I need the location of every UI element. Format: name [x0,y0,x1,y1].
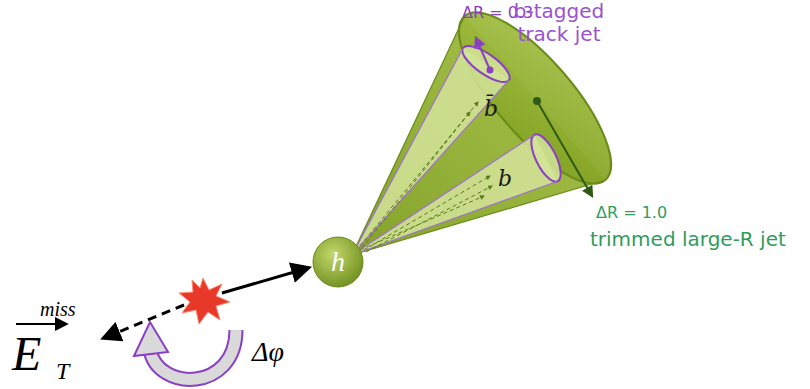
higgs-momentum-arrow [222,268,308,293]
cone-edge [352,135,534,255]
circle-shape [313,237,363,287]
cone-body [352,135,558,255]
delta-phi-label: Δφ [252,336,284,368]
track-line [364,176,490,250]
quark-label: b [498,166,512,191]
met-symbol: E [12,326,41,381]
delta-phi-arrow [150,330,236,379]
jet-cone [352,0,634,255]
track-jet-radius-arrow [476,38,490,70]
large-r-radius-arrow [537,101,592,196]
jet-cone [352,130,567,255]
track-line [362,112,470,248]
track-jet-label: b-tagged track jet [500,0,618,46]
particle-label: h [312,236,364,288]
track-line [366,186,492,252]
delta-phi-arrow-fill [150,330,236,379]
quark-label: b̄ [484,96,498,121]
large-r-jet-label: trimmed large-R jet [590,228,786,251]
radius-label: ΔR = 1.0 [596,204,667,222]
cone-mouth [525,130,566,185]
higgs-circle: h [312,236,364,288]
met-subscript: T [56,358,69,386]
cone-mouth [457,40,514,89]
track-line [360,196,484,250]
met-superscript: miss [40,298,76,321]
delta-phi-arrowhead [134,322,168,356]
vector-arrow [16,323,66,325]
interaction-star [179,278,230,324]
